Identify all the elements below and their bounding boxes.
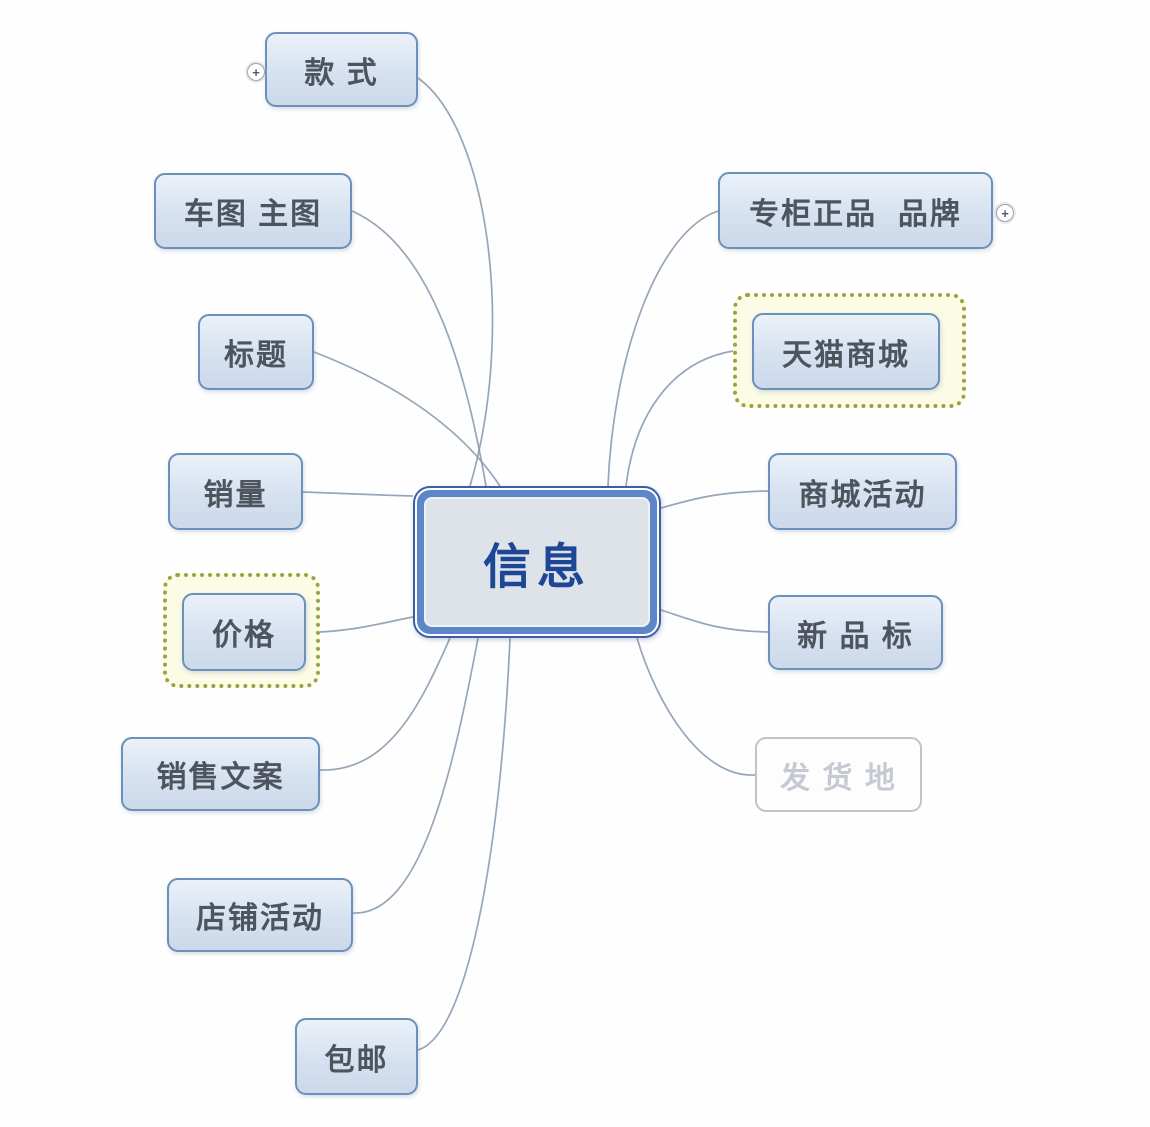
- edge-biaoti: [313, 351, 501, 487]
- node-label: 款 式: [304, 56, 379, 90]
- node-label: 价格: [212, 619, 276, 652]
- node-shangcheng-huodong[interactable]: 商城活动: [768, 453, 957, 530]
- node-label: 销量: [203, 478, 268, 512]
- node-label: 车图 主图: [183, 198, 323, 231]
- edge-shangcheng-huodong: [660, 490, 769, 509]
- center-node-body: 信息: [424, 497, 650, 627]
- node-xinpinbiao[interactable]: 新 品 标: [768, 595, 943, 670]
- center-node-label: 信息: [482, 541, 591, 594]
- edge-dianpu-huodong: [352, 637, 479, 914]
- node-xiaoliang[interactable]: 销量: [168, 453, 303, 530]
- node-biaoti[interactable]: 标题: [198, 314, 314, 390]
- edge-chetu-zhutu: [351, 210, 487, 487]
- node-kuanshi[interactable]: 款 式: [265, 32, 418, 107]
- node-fahuodi[interactable]: 发 货 地: [755, 737, 922, 812]
- node-zhuangui-zhengpin[interactable]: 专柜正品 品牌: [718, 172, 993, 249]
- node-label: 包邮: [324, 1043, 389, 1077]
- node-label: 店铺活动: [196, 902, 324, 935]
- node-xiaoshou-wenan[interactable]: 销售文案: [121, 737, 320, 811]
- node-label: 销售文案: [156, 761, 285, 794]
- center-node-xinxi[interactable]: 信息: [413, 486, 661, 638]
- node-label: 标题: [224, 339, 288, 372]
- node-baoyou[interactable]: 包邮: [295, 1018, 418, 1095]
- edge-tianmao: [625, 350, 734, 487]
- edge-xiaoliang: [302, 491, 414, 497]
- node-tianmao[interactable]: 天猫商城: [752, 313, 940, 390]
- node-label: 专柜正品 品牌: [749, 197, 962, 231]
- edge-xinpinbiao: [660, 609, 769, 633]
- center-node-ring: 信息: [417, 490, 657, 634]
- node-dianpu-huodong[interactable]: 店铺活动: [167, 878, 353, 952]
- edge-jiage: [319, 616, 414, 633]
- node-chetu-zhutu[interactable]: 车图 主图: [154, 173, 352, 249]
- expand-zhuangui-icon[interactable]: +: [996, 204, 1014, 222]
- node-label: 发 货 地: [780, 761, 897, 795]
- node-label: 新 品 标: [797, 619, 914, 653]
- node-jiage[interactable]: 价格: [182, 593, 306, 671]
- node-label: 商城活动: [798, 478, 927, 512]
- edge-xiaoshou-wenan: [319, 637, 451, 771]
- edge-baoyou: [417, 637, 511, 1051]
- edge-fahuodi: [636, 637, 756, 776]
- edge-zhuangui-zhengpin: [607, 210, 719, 487]
- node-label: 天猫商城: [782, 338, 910, 372]
- expand-kuanshi-icon[interactable]: +: [247, 63, 265, 81]
- edge-kuanshi: [417, 77, 494, 487]
